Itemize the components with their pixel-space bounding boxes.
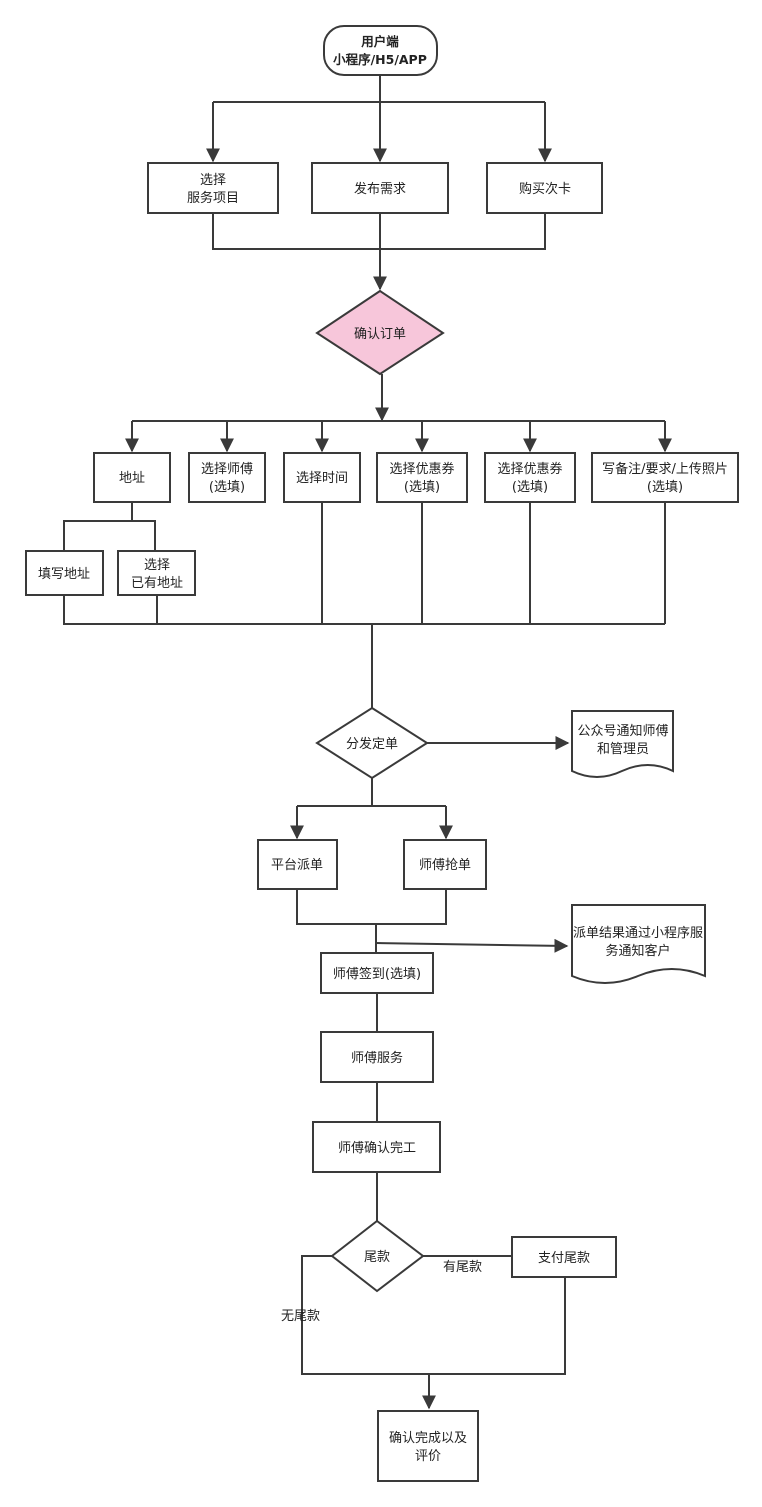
node-label-line: 确认完成以及 — [389, 1431, 467, 1446]
node-label-line: 选择优惠券 — [497, 461, 562, 477]
node-label-line: 选择师傅 — [201, 462, 253, 477]
edge-merge-left — [212, 213, 380, 250]
decision-diamond — [315, 706, 429, 780]
process-box — [283, 452, 361, 503]
node-publish-demand: 发布需求 — [311, 162, 449, 214]
node-address: 地址 — [93, 452, 171, 503]
node-label-line: 选择时间 — [296, 471, 348, 486]
node-label-line: 选择 — [144, 558, 170, 573]
process-box — [484, 452, 576, 503]
process-box — [486, 162, 603, 214]
node-master-service: 师傅服务 — [320, 1031, 434, 1083]
node-pay-balance: 支付尾款 — [511, 1236, 617, 1278]
node-label-line: (选填) — [512, 480, 548, 495]
edge-label-has-balance: 有尾款 — [443, 1260, 482, 1275]
edge-labels: 有尾款 无尾款 — [281, 1260, 482, 1324]
node-select-service: 选择 服务项目 — [147, 162, 279, 214]
node-label-line: 发布需求 — [354, 181, 406, 197]
process-box — [257, 839, 338, 890]
node-master-confirm-done: 师傅确认完工 — [312, 1121, 441, 1173]
process-box — [376, 452, 468, 503]
edge-address-split — [63, 502, 156, 551]
node-master-grab: 师傅抢单 — [403, 839, 487, 890]
process-box — [320, 952, 434, 994]
node-platform-dispatch: 平台派单 — [257, 839, 338, 890]
node-label-line: 派单结果通过小程序服 — [573, 926, 703, 941]
node-label-line: 师傅确认完工 — [338, 1141, 416, 1156]
node-label-line: (选填) — [404, 480, 440, 495]
node-confirm-order: 确认订单 — [315, 289, 445, 376]
node-label-line: (选填) — [209, 480, 245, 495]
node-label-line: 写备注/要求/上传照片 — [602, 461, 728, 477]
node-label-line: 支付尾款 — [538, 1251, 590, 1266]
process-box — [320, 1031, 434, 1083]
node-label-line: 小程序/H5/APP — [332, 52, 427, 67]
node-label-line: 公众号通知师傅 — [577, 723, 668, 739]
node-notify-customer: 派单结果通过小程序服 务通知客户 — [571, 904, 706, 984]
node-label-line: 师傅签到(选填) — [333, 966, 421, 982]
node-label-line: 服务项目 — [187, 190, 239, 206]
node-label-line: 已有地址 — [131, 576, 183, 591]
edge-label-no-balance: 无尾款 — [281, 1309, 320, 1324]
decision-diamond — [315, 289, 445, 376]
node-select-time: 选择时间 — [283, 452, 361, 503]
document-shape — [571, 904, 706, 984]
node-label-line: 平台派单 — [271, 858, 323, 873]
node-label-line: 分发定单 — [346, 736, 398, 752]
node-remark-upload: 写备注/要求/上传照片 (选填) — [591, 452, 739, 503]
node-select-master: 选择师傅 (选填) — [188, 452, 266, 503]
node-dispatch-order: 分发定单 — [315, 706, 429, 780]
process-box — [311, 162, 449, 214]
process-box — [312, 1121, 441, 1173]
node-label-line: 确认订单 — [354, 327, 406, 342]
edge-to-notify-customer — [375, 938, 569, 953]
node-balance-payment: 尾款 — [330, 1219, 425, 1293]
process-box — [147, 162, 279, 214]
edge-pay-down — [429, 1277, 566, 1375]
node-user-client: 用户端 小程序/H5/APP — [323, 25, 438, 76]
node-label-line: 师傅服务 — [351, 1050, 403, 1066]
node-select-coupon-1: 选择优惠券 (选填) — [376, 452, 468, 503]
node-label-line: 评价 — [415, 1449, 441, 1464]
node-label-line: 购买次卡 — [519, 181, 571, 197]
process-box — [511, 1236, 617, 1278]
node-buy-card: 购买次卡 — [486, 162, 603, 214]
edge-address-merge — [63, 595, 158, 625]
process-box — [591, 452, 739, 503]
node-select-coupon-2: 选择优惠券 (选填) — [484, 452, 576, 503]
node-label-line: 务通知客户 — [605, 943, 670, 959]
nodes: 用户端 小程序/H5/APP 选择 服务项目 发布需求 购买次卡 确认订单 地址… — [25, 25, 739, 1482]
process-box — [403, 839, 487, 890]
node-confirm-complete-review: 确认完成以及 评价 — [377, 1410, 479, 1482]
document-shape — [571, 710, 674, 778]
node-label-line: 用户端 — [360, 34, 399, 49]
edges — [63, 75, 672, 1410]
node-label-line: (选填) — [647, 480, 683, 495]
process-box — [377, 1410, 479, 1482]
process-box — [93, 452, 171, 503]
process-box — [117, 550, 196, 596]
node-master-checkin: 师傅签到(选填) — [320, 952, 434, 994]
node-label-line: 地址 — [119, 471, 145, 486]
node-label-line: 选择 — [200, 173, 226, 188]
node-notify-master-admin: 公众号通知师傅 和管理员 — [571, 710, 674, 778]
node-label-line: 尾款 — [364, 1250, 390, 1265]
terminator-shape — [323, 25, 438, 76]
node-fill-address: 填写地址 — [25, 550, 104, 596]
node-label-line: 和管理员 — [597, 742, 649, 757]
node-label-line: 师傅抢单 — [419, 857, 471, 873]
process-box — [188, 452, 266, 503]
edge-no-balance — [301, 1255, 429, 1375]
node-select-existing-address: 选择 已有地址 — [117, 550, 196, 596]
decision-diamond — [330, 1219, 425, 1293]
node-label-line: 填写地址 — [38, 567, 90, 582]
edge-grab-merge — [296, 889, 447, 925]
edge-merge-right — [380, 213, 546, 250]
node-label-line: 选择优惠券 — [389, 461, 454, 477]
process-box — [25, 550, 104, 596]
